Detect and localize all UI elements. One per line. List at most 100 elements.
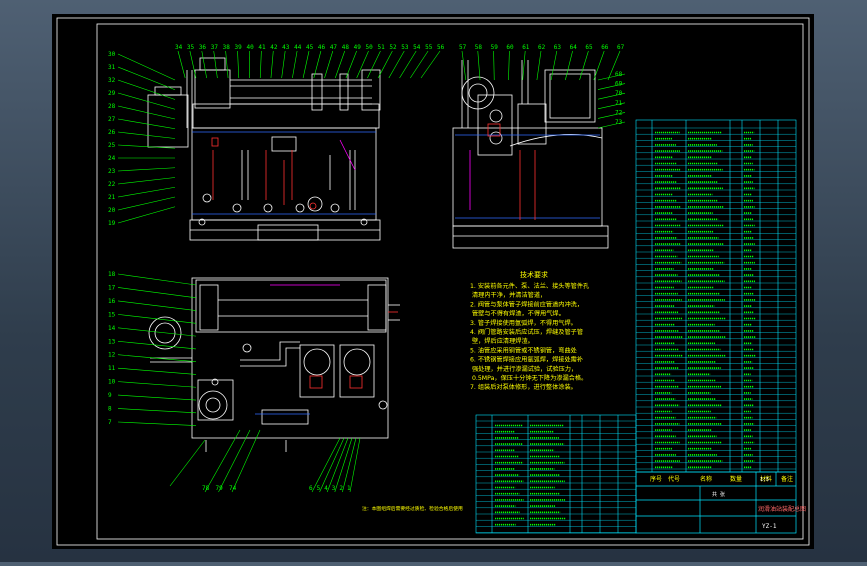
part-label: 68 <box>615 71 623 78</box>
part-label: 62 <box>538 44 546 51</box>
part-label: 56 <box>437 44 445 51</box>
part-label: 13 <box>108 338 116 345</box>
footnote: 注：本图组焊后需要经过质检、检验合格后使用 <box>362 505 463 512</box>
part-label: 31 <box>108 64 116 71</box>
drawing-name: 润滑油站装配总图 <box>758 505 806 513</box>
notes-line: 4. 阀门管路安装后应试压，焊缝及管子管 <box>470 328 583 336</box>
part-label: 16 <box>108 298 116 305</box>
bom-header-remarks: 备注 <box>781 475 793 483</box>
notes-line: 5. 油管应采用铜管或不锈钢管，弯曲处 <box>470 346 577 354</box>
part-label: 8 <box>108 406 112 413</box>
notes-title: 技术要求 <box>520 270 548 279</box>
part-label: 22 <box>108 181 116 188</box>
part-label: 37 <box>211 44 219 51</box>
part-label: 73 <box>615 119 623 126</box>
part-label: 36 <box>199 44 207 51</box>
part-label: 52 <box>389 44 397 51</box>
part-label: 63 <box>554 44 562 51</box>
part-label: 38 <box>223 44 231 51</box>
part-label: 11 <box>108 365 116 372</box>
part-label: 67 <box>617 44 625 51</box>
part-label: 60 <box>506 44 514 51</box>
part-label: 53 <box>401 44 409 51</box>
bom-header-qty: 数量 <box>730 475 742 483</box>
notes-line: 壁，焊后应清理焊渣。 <box>470 337 534 345</box>
part-label: 4 <box>324 485 328 492</box>
part-label: 46 <box>318 44 326 51</box>
drawing-scale: 1:5 <box>760 477 769 483</box>
part-label: 5 <box>317 485 321 492</box>
part-label: 50 <box>366 44 374 51</box>
drawing-sheet <box>52 14 814 549</box>
part-label: 3 <box>332 485 336 492</box>
part-label: 1 <box>347 485 351 492</box>
part-label: 15 <box>108 311 116 318</box>
part-label: 32 <box>108 77 116 84</box>
part-label: 55 <box>425 44 433 51</box>
notes-line: 6. 不锈钢管焊接应用氩弧焊，焊接处需补 <box>470 356 583 364</box>
part-label: 51 <box>377 44 385 51</box>
part-label: 66 <box>601 44 609 51</box>
part-label: 70 <box>615 90 623 97</box>
part-label: 57 <box>459 44 467 51</box>
part-label: 17 <box>108 284 116 291</box>
notes-line: 7. 组装后对泵体修形，进行整体涂装。 <box>470 383 577 391</box>
notes-line: 1. 安装前各元件、泵、法兰、接头等管件孔 <box>470 282 589 290</box>
part-label: 58 <box>475 44 483 51</box>
part-label: 45 <box>306 44 314 51</box>
notes-line: 强处理，并进行渗漏试验，试验压力， <box>470 365 577 373</box>
drawing-number: YZ-1 <box>762 523 777 530</box>
part-label: 20 <box>108 207 116 214</box>
notes-line: 0.5MPa，保压十分钟无下降为渗漏合格。 <box>470 374 587 382</box>
part-label: 24 <box>108 155 116 162</box>
notes-line: 管壁与不得有焊渣，不得用气焊。 <box>470 310 565 318</box>
part-label: 64 <box>570 44 578 51</box>
part-label: 23 <box>108 168 116 175</box>
part-label: 14 <box>108 325 116 332</box>
part-label: 78 <box>202 485 210 492</box>
part-label: 59 <box>491 44 499 51</box>
part-label: 7 <box>108 419 112 426</box>
part-label: 28 <box>108 103 116 110</box>
part-label: 47 <box>330 44 338 51</box>
part-label: 40 <box>246 44 254 51</box>
part-label: 44 <box>294 44 302 51</box>
part-label: 43 <box>282 44 290 51</box>
part-label: 21 <box>108 194 116 201</box>
part-label: 49 <box>354 44 362 51</box>
part-label: 39 <box>235 44 243 51</box>
part-label: 61 <box>522 44 530 51</box>
bom-header-name: 名称 <box>700 475 712 483</box>
part-label: 71 <box>615 100 623 107</box>
part-label: 72 <box>615 109 623 116</box>
part-label: 41 <box>258 44 266 51</box>
part-label: 65 <box>585 44 593 51</box>
part-label: 10 <box>108 379 116 386</box>
part-label: 25 <box>108 142 116 149</box>
part-label: 26 <box>108 129 116 136</box>
bom-header-code: 代号 <box>668 475 680 483</box>
notes-line: 3. 管子焊接使用氩弧焊，不得用气焊。 <box>470 319 577 327</box>
part-label: 30 <box>108 51 116 58</box>
part-label: 6 <box>309 485 313 492</box>
bom-header-no: 序号 <box>650 475 662 483</box>
part-label: 18 <box>108 271 116 278</box>
part-label: 29 <box>108 90 116 97</box>
part-label: 69 <box>615 81 623 88</box>
part-label: 34 <box>175 44 183 51</box>
sheet-count: 共 张 <box>712 491 725 498</box>
part-label: 48 <box>342 44 350 51</box>
part-label: 35 <box>187 44 195 51</box>
part-label: 12 <box>108 352 116 359</box>
part-label: 54 <box>413 44 421 51</box>
part-label: 9 <box>108 392 112 399</box>
part-label: 27 <box>108 116 116 123</box>
part-label: 2 <box>339 485 343 492</box>
part-label: 42 <box>270 44 278 51</box>
part-label: 74 <box>229 485 237 492</box>
notes-line: 清理内干净，并清洁管道， <box>470 291 546 299</box>
part-label: 19 <box>108 220 116 227</box>
part-label: 79 <box>216 485 224 492</box>
